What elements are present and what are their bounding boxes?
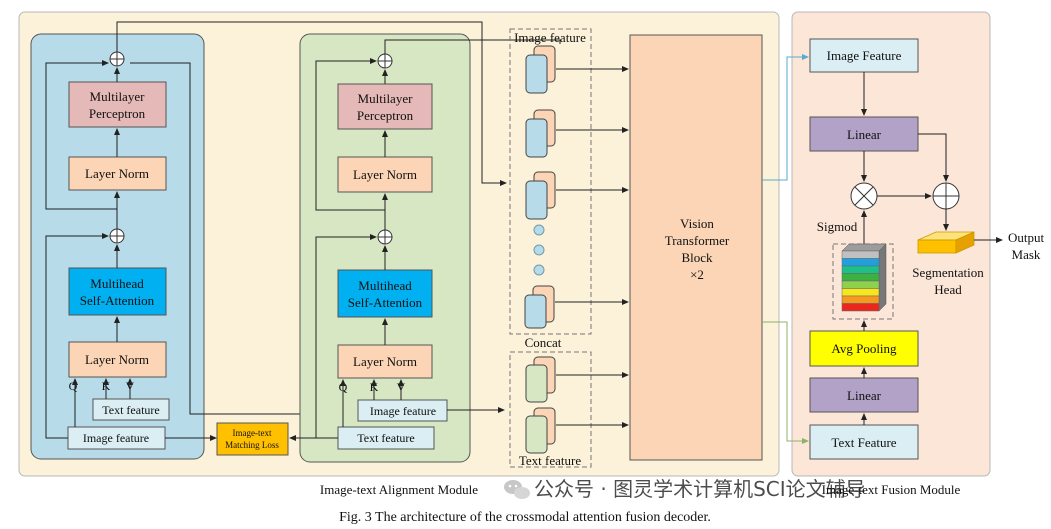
fusion-linear-bottom-label: Linear [847, 388, 882, 403]
wechat-icon [504, 480, 530, 499]
vit-label-2: Transformer [665, 233, 730, 248]
vit-label-3: Block [681, 250, 713, 265]
matching-loss-label-1: Image-text [233, 428, 272, 438]
image-feature-tokens [524, 45, 556, 329]
left-norm-bottom-box [68, 341, 167, 378]
left-norm-top-label: Layer Norm [85, 166, 149, 181]
left-mlp-label-2: Perceptron [89, 106, 146, 121]
right-text-input-label: Text feature [357, 431, 414, 445]
segmentation-head-label-1: Segmentation [912, 265, 984, 280]
right-attention-label-2: Self-Attention [348, 295, 423, 310]
left-q-label: Q [69, 379, 78, 393]
segmentation-head-label-2: Head [934, 282, 962, 297]
image-feature-dashed-box [509, 28, 592, 335]
left-image-input-label: Image feature [83, 431, 149, 445]
pooled-feature-stack [841, 243, 887, 312]
left-norm-top-box [68, 156, 167, 191]
vit-label-1: Vision [680, 216, 714, 231]
avg-pooling-box [809, 330, 919, 367]
right-norm-bottom-box [337, 344, 433, 379]
fusion-image-feature-label: Image Feature [827, 48, 902, 63]
right-mlp-label-2: Perceptron [357, 108, 414, 123]
left-text-input-box [92, 398, 170, 421]
fusion-text-feature-box [809, 424, 919, 460]
alignment-module-title: Image-text Alignment Module [320, 482, 478, 497]
left-mlp-box [68, 81, 167, 128]
left-attention-label-2: Self-Attention [80, 293, 155, 308]
fusion-linear-top-label: Linear [847, 127, 882, 142]
sigmod-label: Sigmod [817, 219, 858, 234]
text-feature-dashed-box [509, 351, 592, 468]
left-attention-box [68, 267, 167, 316]
image-feature-stack-label: Image feature [514, 30, 586, 45]
left-mlp-label-1: Multilayer [90, 89, 146, 104]
avg-pooling-label: Avg Pooling [831, 341, 897, 356]
output-mask-label-1: Output [1008, 230, 1045, 245]
right-norm-top-label: Layer Norm [353, 167, 417, 182]
left-norm-bottom-label: Layer Norm [85, 352, 149, 367]
fusion-text-feature-label: Text Feature [831, 435, 896, 450]
matching-loss-label-2: Matching Loss [225, 440, 279, 450]
matching-loss-box [216, 422, 289, 456]
text-feature-tokens [525, 356, 556, 454]
fusion-module-title: Image-text Fusion Module [822, 482, 961, 497]
output-mask-label-2: Mask [1012, 247, 1041, 262]
right-mlp-label-1: Multilayer [358, 91, 414, 106]
left-attention-label-1: Multihead [90, 276, 144, 291]
figure-caption: Fig. 3 The architecture of the crossmoda… [339, 510, 711, 525]
fusion-linear-top-box [809, 116, 919, 152]
right-norm-top-box [337, 156, 433, 193]
right-image-input-label: Image feature [370, 404, 436, 418]
vit-block-box [629, 34, 763, 461]
text-feature-stack-label: Text feature [519, 453, 581, 468]
watermark-text: 公众号 · 图灵学术计算机SCI论文辅导 [534, 477, 866, 501]
left-text-input-label: Text feature [102, 403, 159, 417]
right-attention-box [337, 269, 433, 318]
concat-label: Concat [525, 335, 562, 350]
vit-label-4: ×2 [690, 267, 704, 282]
pooled-feature-dashed-box [832, 243, 894, 320]
right-norm-bottom-label: Layer Norm [353, 354, 417, 369]
right-attention-label-1: Multihead [358, 278, 412, 293]
segmentation-head-icon [917, 231, 975, 254]
